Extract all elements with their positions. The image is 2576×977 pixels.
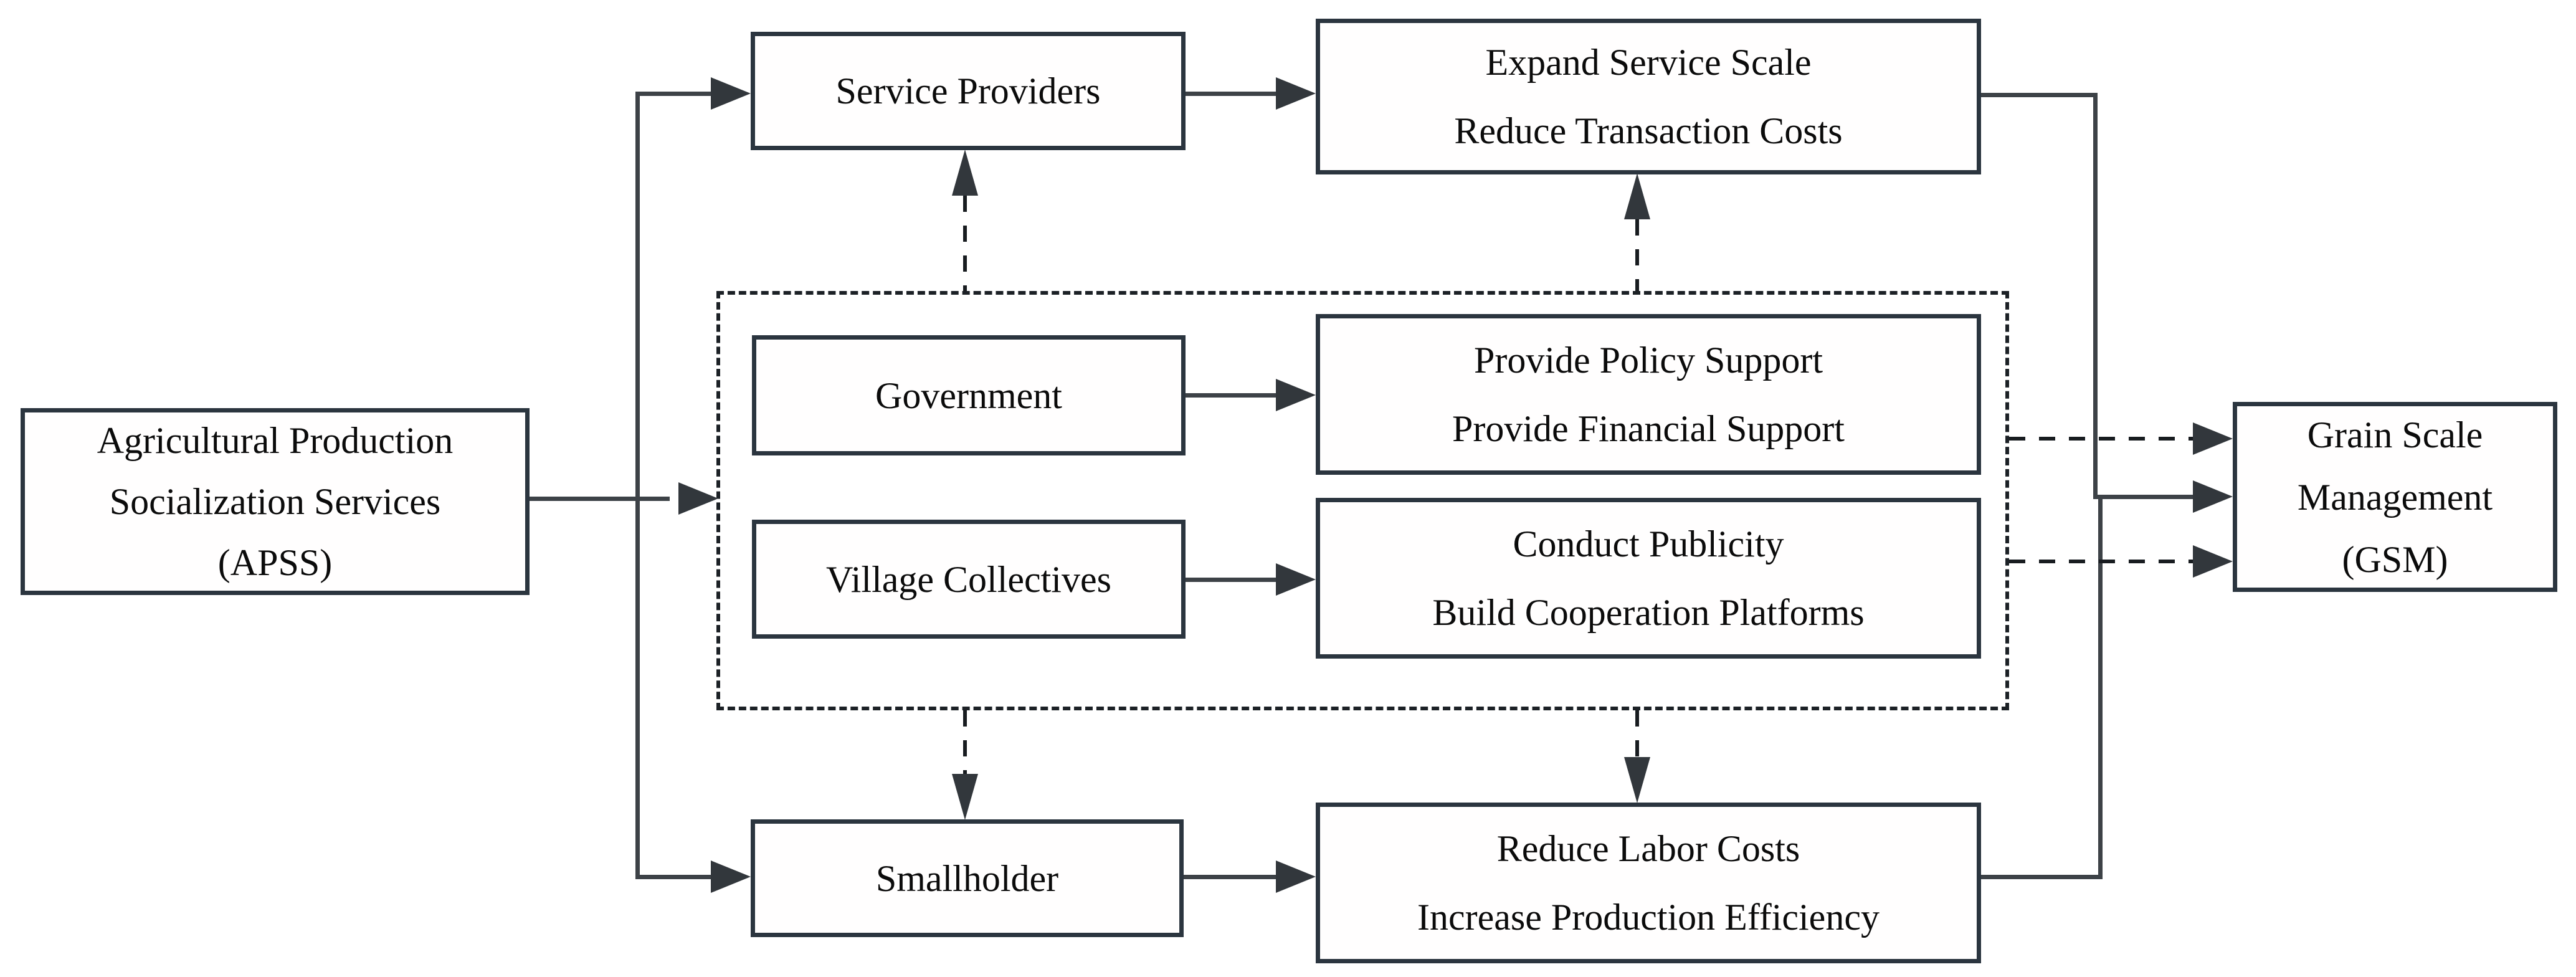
connector-apss-to-smallholder <box>635 875 713 879</box>
arrowhead-service-providers-to-expand <box>1276 77 1316 110</box>
connector-apss-branch-vertical <box>635 92 640 879</box>
node-gsm-line1: Grain Scale <box>2307 414 2483 455</box>
connector-merged-into-gsm <box>2093 495 2194 499</box>
connector-village-to-publicity <box>1186 578 1277 582</box>
node-apss-line3: (APSS) <box>217 542 333 583</box>
connector-apss-trunk <box>530 497 670 501</box>
government-village-group-frame <box>716 291 2009 710</box>
connector-service-providers-to-expand <box>1186 92 1277 96</box>
node-reduce-line1: Reduce Labor Costs <box>1496 828 1800 869</box>
arrowhead-into-gsm-center <box>2193 480 2233 513</box>
node-reduce-labor-costs: Reduce Labor Costs Increase Production E… <box>1316 803 1981 963</box>
node-expand-service-scale: Expand Service Scale Reduce Transaction … <box>1316 19 1981 174</box>
node-service-providers: Service Providers <box>751 32 1186 150</box>
node-publicity-line1: Conduct Publicity <box>1513 523 1784 565</box>
arrowhead-group-to-service-providers <box>952 150 978 196</box>
dashed-connector-group-to-expand <box>1635 219 1639 291</box>
node-gsm-line2: Management <box>2297 476 2493 518</box>
node-expand-line2: Reduce Transaction Costs <box>1454 110 1843 151</box>
arrowhead-apss-to-service-providers <box>711 77 751 110</box>
dashed-connector-group-to-gsm-upper <box>2009 437 2194 441</box>
node-reduce-line2: Increase Production Efficiency <box>1417 897 1880 938</box>
connector-smallholder-to-reduce <box>1184 875 1277 879</box>
arrowhead-government-to-policy <box>1276 379 1316 411</box>
node-apss-line2: Socialization Services <box>109 481 441 522</box>
node-expand-line1: Expand Service Scale <box>1485 42 1812 83</box>
arrowhead-village-to-publicity <box>1276 563 1316 596</box>
dashed-connector-group-to-gsm-lower <box>2009 560 2194 563</box>
node-gsm-line3: (GSM) <box>2342 538 2448 580</box>
node-policy-line2: Provide Financial Support <box>1452 408 1845 449</box>
node-smallholder: Smallholder <box>751 819 1184 937</box>
node-smallholder-line1: Smallholder <box>875 857 1059 899</box>
arrowhead-apss-to-group <box>678 482 718 515</box>
dashed-connector-group-to-service-providers <box>963 196 967 291</box>
connector-reduce-to-gsm-horizontal <box>1981 875 2103 879</box>
arrowhead-group-to-gsm-lower <box>2193 545 2233 578</box>
arrowhead-smallholder-to-reduce <box>1276 860 1316 893</box>
arrowhead-group-to-gsm-upper <box>2193 422 2233 455</box>
node-gsm: Grain Scale Management (GSM) <box>2233 402 2557 592</box>
connector-reduce-to-gsm-vertical <box>2098 499 2103 879</box>
arrowhead-group-to-reduce <box>1624 757 1650 803</box>
dashed-connector-group-to-reduce <box>1635 710 1639 758</box>
arrowhead-apss-to-smallholder <box>711 860 751 893</box>
node-service-providers-line1: Service Providers <box>835 70 1101 112</box>
connector-expand-to-gsm-horizontal <box>1981 93 2098 97</box>
node-village-line1: Village Collectives <box>826 558 1111 600</box>
connector-expand-to-gsm-vertical <box>2093 93 2098 499</box>
dashed-connector-group-to-smallholder <box>963 710 967 774</box>
node-apss: Agricultural Production Socialization Se… <box>21 408 530 595</box>
node-village-collectives: Village Collectives <box>752 520 1186 639</box>
arrowhead-group-to-expand <box>1624 173 1650 219</box>
node-government-line1: Government <box>875 374 1062 416</box>
node-government: Government <box>752 335 1186 455</box>
node-conduct-publicity: Conduct Publicity Build Cooperation Plat… <box>1316 498 1981 659</box>
node-policy-line1: Provide Policy Support <box>1473 340 1823 381</box>
node-publicity-line2: Build Cooperation Platforms <box>1432 592 1865 633</box>
connector-apss-to-service-providers <box>635 92 713 96</box>
node-apss-line1: Agricultural Production <box>97 420 454 461</box>
arrowhead-group-to-smallholder <box>952 774 978 820</box>
connector-government-to-policy <box>1186 393 1277 398</box>
node-policy-support: Provide Policy Support Provide Financial… <box>1316 314 1981 475</box>
